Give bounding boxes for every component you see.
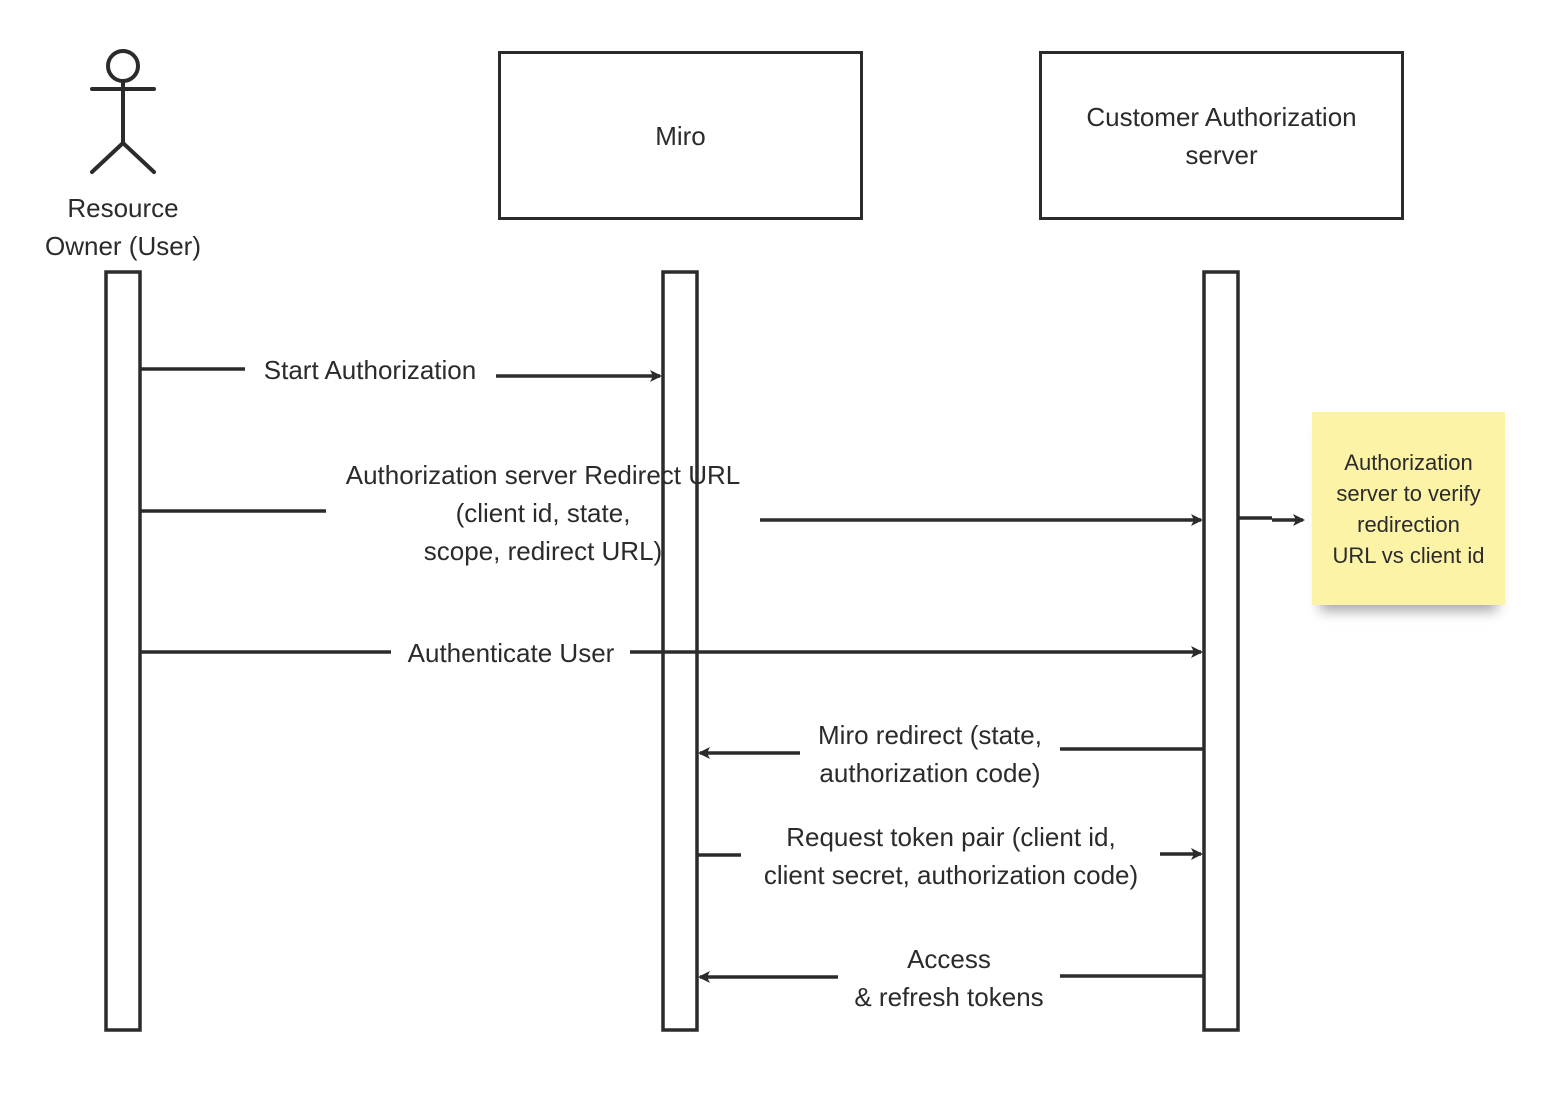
message-miro-redirect-arrow	[698, 747, 1204, 759]
message-start-authorization-label: Start Authorization	[263, 355, 477, 385]
sticky-note[interactable]: Authorization server to verify redirecti…	[1312, 412, 1505, 605]
message-miro-redirect-label: Miro redirect (state, authorization code…	[818, 720, 1042, 788]
participant-miro-box: Miro	[498, 51, 863, 220]
message-redirect-url-arrow	[140, 509, 1203, 526]
participant-auth-server-box: Customer Authorization server	[1039, 51, 1404, 220]
participant-miro-label: Miro	[655, 120, 706, 151]
lifeline-user	[104, 270, 142, 1032]
sticky-note-text: Authorization server to verify redirecti…	[1332, 449, 1485, 568]
lifeline-auth-server	[1202, 270, 1240, 1032]
message-access-tokens-arrow	[698, 971, 1204, 983]
message-access-tokens-label: Access & refresh tokens	[854, 944, 1044, 1012]
participant-user-label: Resource Owner (User)	[44, 193, 201, 261]
note-connector-arrow	[1238, 514, 1305, 526]
actor-figure-icon	[90, 49, 156, 174]
message-redirect-url-label: Authorization server Redirect URL (clien…	[345, 460, 741, 566]
message-request-token-pair-arrow	[697, 848, 1203, 860]
message-authenticate-user-label: Authenticate User	[393, 634, 629, 672]
participant-auth-server-label: Customer Authorization server	[1086, 101, 1357, 170]
message-start-authorization-arrow	[140, 367, 662, 382]
message-request-token-pair-label: Request token pair (client id, client se…	[763, 822, 1139, 890]
